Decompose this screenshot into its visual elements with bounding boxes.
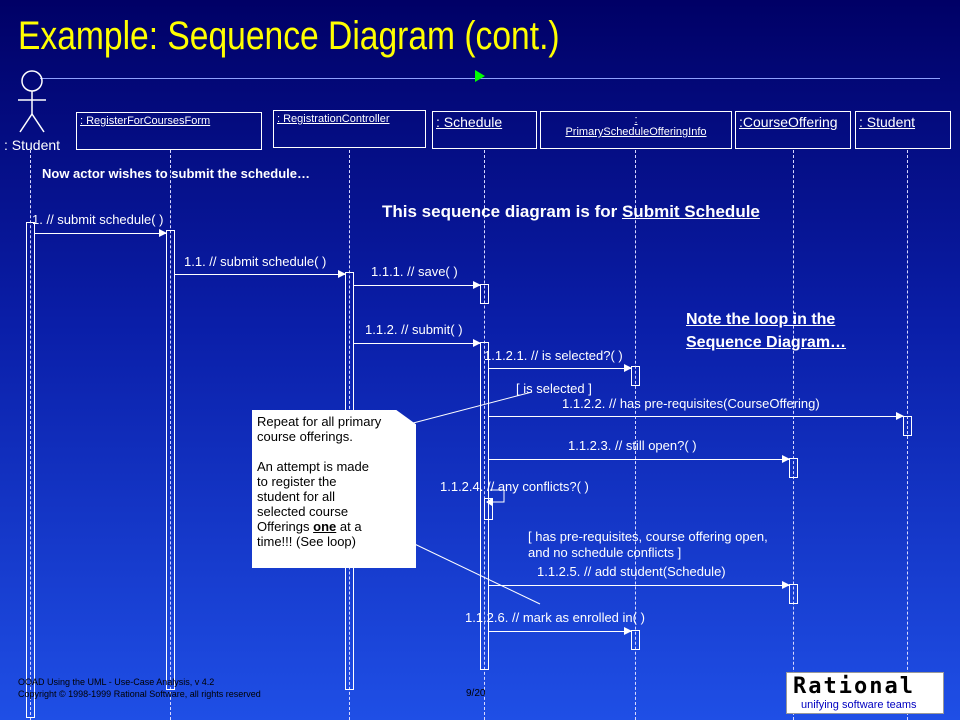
label-m1-1-2-5: 1.1.2.5. // add student(Schedule) bbox=[537, 564, 726, 579]
label-m1-1-1: 1.1.1. // save( ) bbox=[371, 264, 458, 279]
self-call-arrow bbox=[486, 489, 505, 506]
slide-title: Example: Sequence Diagram (cont.) bbox=[18, 14, 560, 58]
loop-note-line2: Sequence Diagram… bbox=[686, 334, 847, 351]
activation-primary-selected bbox=[631, 366, 640, 386]
activation-student bbox=[903, 416, 912, 436]
activation-primary-enrolled bbox=[631, 630, 640, 650]
arrow-m1-1 bbox=[175, 270, 346, 278]
label-m1-1-2-3: 1.1.2.3. // still open?( ) bbox=[568, 438, 697, 453]
activation-course-open bbox=[789, 458, 798, 478]
lifeline-schedule bbox=[484, 150, 485, 720]
arrow-m1-1-1 bbox=[354, 281, 481, 289]
activation-form bbox=[166, 230, 175, 690]
object-schedule: : Schedule bbox=[432, 111, 537, 149]
footer-line1: OOAD Using the UML - Use-Case Analysis, … bbox=[18, 677, 215, 687]
label-m1-1-2-6: 1.1.2.6. // mark as enrolled in( ) bbox=[465, 610, 645, 625]
actor-note: Now actor wishes to submit the schedule… bbox=[42, 166, 310, 181]
arrow-m1-1-2 bbox=[354, 339, 481, 347]
label-guard-selected: [ is selected ] bbox=[516, 381, 592, 396]
logo-wordmark: Rational bbox=[793, 674, 915, 699]
comment-line7-c: at a bbox=[336, 519, 362, 534]
loop-note-line1: Note the loop in the bbox=[686, 311, 836, 328]
activation-schedule-conflicts bbox=[484, 498, 493, 520]
comment-line7-emphasis: one bbox=[313, 519, 337, 534]
object-primary-schedule-offering-info: : PrimaryScheduleOfferingInfo bbox=[540, 111, 732, 149]
lifeline-actor bbox=[30, 150, 31, 720]
arrow-m1-1-2-3 bbox=[489, 455, 790, 463]
loop-note: Note the loop in the Sequence Diagram… bbox=[686, 308, 846, 354]
arrow-m1 bbox=[35, 229, 167, 237]
comment-line2: course offerings. bbox=[257, 429, 353, 444]
label-m1-1-2-2: 1.1.2.2. // has pre-requisites(CourseOff… bbox=[562, 396, 820, 411]
label-guard-conditions-2: and no schedule conflicts ] bbox=[528, 545, 682, 560]
comment-line8: time!!! (See loop) bbox=[257, 534, 356, 549]
comment-spacer bbox=[257, 444, 411, 459]
label-guard-conditions-1: [ has pre-requisites, course offering op… bbox=[528, 529, 768, 544]
label-m1-1: 1.1. // submit schedule( ) bbox=[184, 254, 327, 269]
comment-line3: An attempt is made bbox=[257, 459, 369, 474]
comment-line5: student for all bbox=[257, 489, 336, 504]
arrow-m1-1-2-5 bbox=[489, 581, 790, 589]
footer-line2: Copyright © 1998-1999 Rational Software,… bbox=[18, 689, 261, 699]
activation-schedule-submit bbox=[480, 342, 489, 670]
loop-comment-note: Repeat for all primary course offerings.… bbox=[252, 410, 416, 568]
object-course-offering: :CourseOffering bbox=[735, 111, 851, 149]
logo-tagline: unifying software teams bbox=[801, 699, 917, 711]
label-m1-1-2-4: 1.1.2.4. // any conflicts?( ) bbox=[440, 479, 589, 494]
arrow-m1-1-2-6 bbox=[489, 627, 632, 635]
lifeline-course-offering bbox=[793, 150, 794, 720]
comment-line7-a: Offerings bbox=[257, 519, 314, 534]
comment-line7: Offerings one at a bbox=[257, 519, 411, 534]
label-m1-1-2: 1.1.2. // submit( ) bbox=[365, 322, 463, 337]
arrow-m1-1-2-2 bbox=[489, 412, 904, 420]
headline-use-case-link: Submit Schedule bbox=[621, 202, 760, 221]
object-student: : Student bbox=[855, 111, 951, 149]
lifeline-form bbox=[170, 150, 171, 720]
lifeline-primary-info bbox=[635, 150, 636, 720]
footer-copyright: OOAD Using the UML - Use-Case Analysis, … bbox=[18, 676, 261, 700]
headline-prefix: This sequence diagram is for bbox=[382, 202, 622, 221]
actor-figure-icon bbox=[18, 70, 46, 133]
label-m1-1-2-1: 1.1.2.1. // is selected?( ) bbox=[484, 348, 623, 363]
object-primary-label-line2: PrimaryScheduleOfferingInfo bbox=[565, 126, 707, 138]
label-m1: 1. // submit schedule( ) bbox=[32, 212, 164, 227]
page-number: 9/20 bbox=[466, 688, 486, 699]
actor-label: : Student bbox=[4, 137, 61, 153]
object-registration-controller: : RegistrationController bbox=[273, 110, 426, 148]
play-arrow-icon bbox=[475, 70, 485, 82]
object-primary-label-line1: : bbox=[634, 114, 638, 126]
activation-schedule-save bbox=[480, 284, 489, 304]
activation-course-add bbox=[789, 584, 798, 604]
arrow-m1-1-2-1 bbox=[489, 364, 632, 372]
title-divider bbox=[40, 78, 940, 79]
activation-actor bbox=[26, 222, 35, 718]
object-register-form: : RegisterForCoursesForm bbox=[76, 112, 262, 150]
comment-line4: to register the bbox=[257, 474, 337, 489]
rational-logo: Rational unifying software teams bbox=[786, 672, 944, 714]
comment-line1: Repeat for all primary bbox=[257, 414, 382, 429]
diagram-headline: This sequence diagram is for Submit Sche… bbox=[382, 202, 760, 222]
comment-line6: selected course bbox=[257, 504, 349, 519]
